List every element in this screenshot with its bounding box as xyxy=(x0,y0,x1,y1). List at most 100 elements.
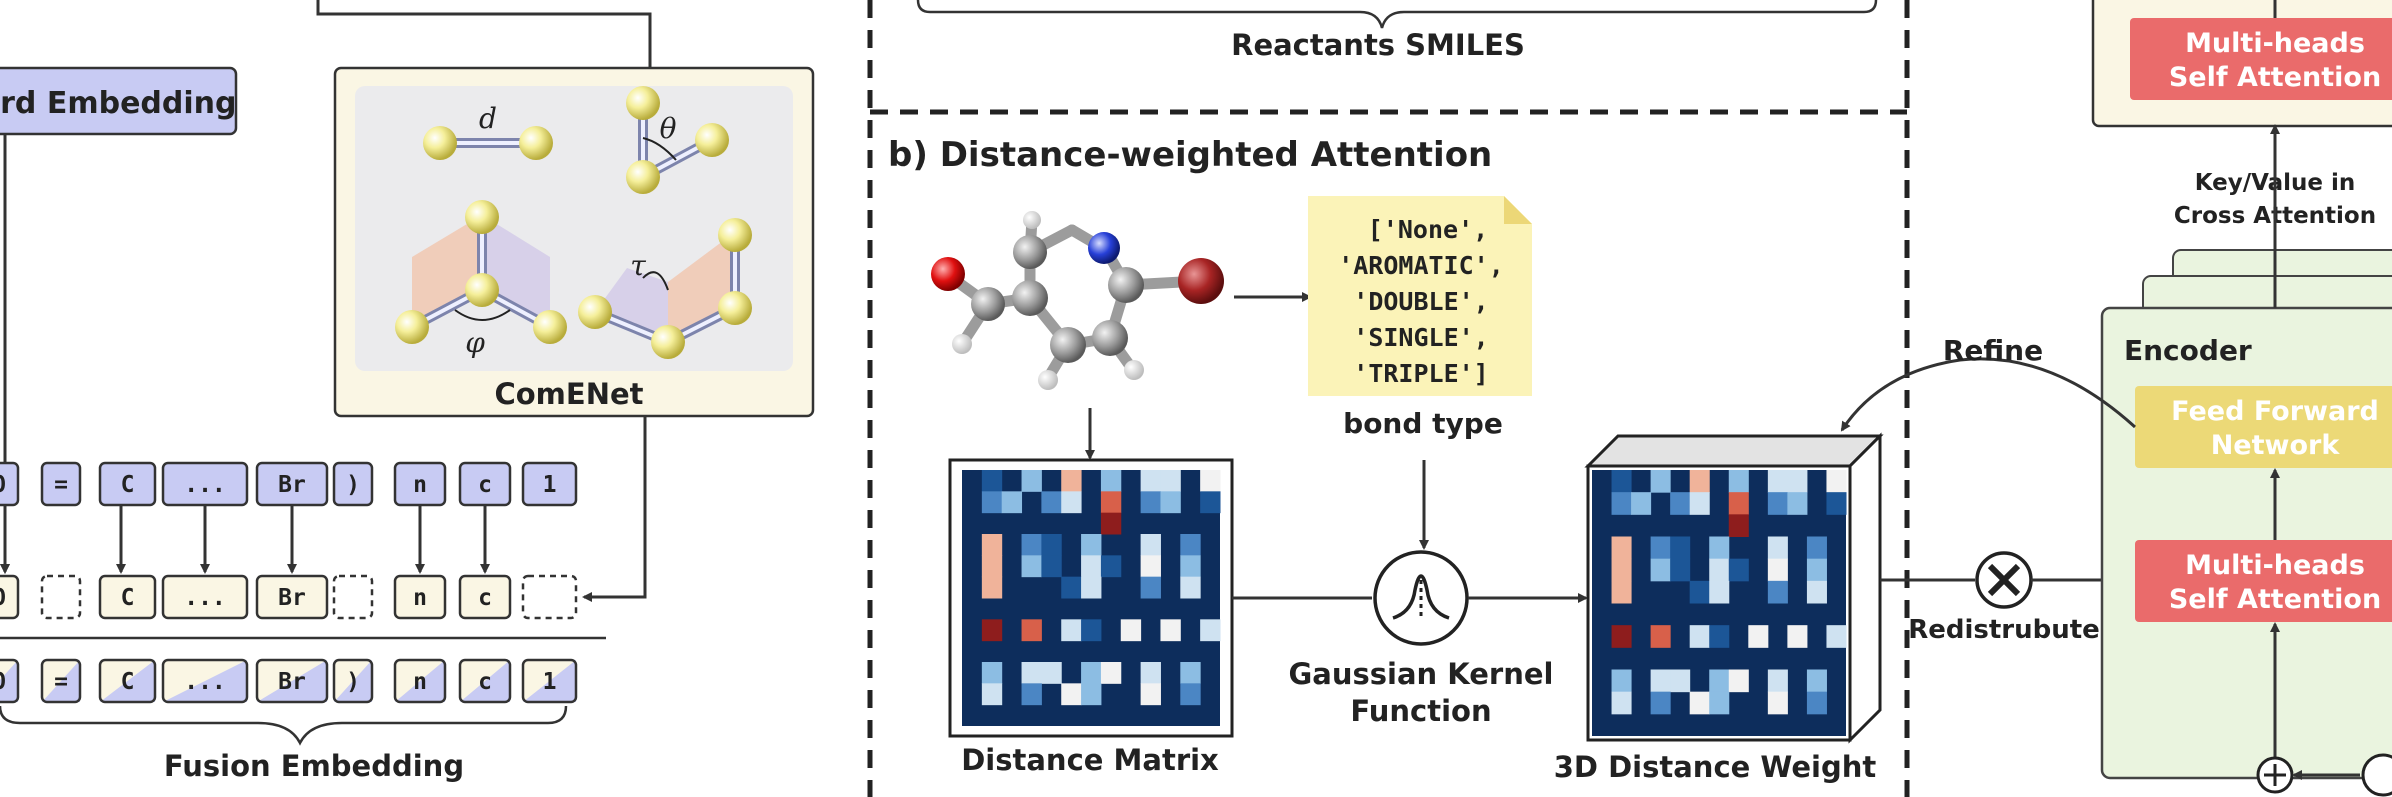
heatmap-cell xyxy=(1200,491,1221,514)
mhsa-top-line1: Multi-heads xyxy=(2185,28,2365,59)
token-cell xyxy=(161,658,249,704)
heatmap-cell xyxy=(1100,512,1122,535)
heatmap-cell xyxy=(981,619,1003,642)
token-cell xyxy=(393,574,447,620)
dihedral-geometry-icon: τ xyxy=(578,218,752,359)
heatmap-cell xyxy=(1180,662,1201,684)
heatmap-cell xyxy=(1140,470,1161,492)
heatmap-cell xyxy=(1631,492,1652,515)
token-cell xyxy=(255,658,329,704)
heatmap-cell xyxy=(1180,555,1201,578)
heatmap-cell xyxy=(1100,470,1122,492)
heatmap-cell xyxy=(1826,492,1847,515)
heatmap-cell xyxy=(1748,625,1769,648)
token-cell-fusion xyxy=(257,660,327,702)
heatmap-cell xyxy=(1650,470,1671,493)
heatmap-cell xyxy=(1140,662,1161,684)
gaussian-label-line2: Function xyxy=(1350,694,1491,728)
heatmap-cell xyxy=(1021,683,1042,706)
phi-symbol: φ xyxy=(465,326,485,359)
heatmap-cell xyxy=(1767,691,1788,715)
heatmap-cell xyxy=(1061,619,1082,642)
heatmap-cell xyxy=(1100,662,1122,684)
heatmap-cell xyxy=(1140,555,1161,578)
heatmap-cell xyxy=(1767,580,1788,604)
middle-panel: Reactants SMILES b) Distance-weighted At… xyxy=(888,0,1884,784)
token-cell-fusion xyxy=(42,660,80,702)
token-cell xyxy=(521,574,578,620)
token-label: ... xyxy=(184,585,226,611)
heatmap-cell xyxy=(1709,558,1730,582)
heatmap-cell xyxy=(1650,691,1671,715)
token-cell xyxy=(521,658,578,704)
token-cell-fusion xyxy=(334,660,372,702)
tau-symbol: τ xyxy=(630,249,646,282)
heatmap-cell xyxy=(1180,576,1201,599)
heatmap-cell xyxy=(1120,619,1142,642)
heatmap-cell xyxy=(1140,491,1161,514)
heatmap-cell xyxy=(1100,491,1122,514)
molecule-3d-icon xyxy=(931,211,1224,390)
token-label: = xyxy=(54,669,68,695)
heatmap-cell xyxy=(981,534,1003,556)
heatmap-cell xyxy=(1001,491,1023,514)
heatmap-cell xyxy=(1670,536,1691,560)
heatmap-cell xyxy=(1670,558,1691,582)
bond-type-item: 'DOUBLE', xyxy=(1353,287,1488,316)
comenet-label: ComENet xyxy=(494,377,643,411)
mhsa-top-line2: Self Attention xyxy=(2169,62,2381,93)
fusion-brace xyxy=(0,705,568,746)
distance-weight-label: 3D Distance Weight xyxy=(1554,750,1877,784)
token-label: n xyxy=(413,669,427,695)
encoder-label: Encoder xyxy=(2124,334,2252,367)
bond-type-item: 'SINGLE', xyxy=(1353,323,1488,352)
multiply-icon xyxy=(1975,551,2033,609)
heatmap-cell xyxy=(1728,558,1749,582)
token-label: ) xyxy=(346,669,360,695)
heatmap-cell xyxy=(1061,683,1082,706)
fusion-embedding-label: Fusion Embedding xyxy=(164,749,464,783)
token-label: O xyxy=(0,669,6,695)
token-label: c xyxy=(478,472,492,498)
token-label: O xyxy=(0,472,6,498)
heatmap-cell xyxy=(1021,619,1042,642)
token-label: C xyxy=(121,472,135,498)
bond-type-item: ['None', xyxy=(1368,215,1488,244)
heatmap-cell xyxy=(1767,536,1788,560)
token-cell-fusion xyxy=(523,660,576,702)
mhsa-line1: Multi-heads xyxy=(2185,550,2365,581)
token-label: ) xyxy=(346,472,360,498)
heatmap-cell xyxy=(1689,580,1710,604)
token-cell xyxy=(98,574,157,620)
heatmap-cell xyxy=(1061,470,1082,492)
token-cell-fusion xyxy=(460,660,510,702)
add-icon xyxy=(2256,756,2294,794)
heatmap-cell xyxy=(1728,669,1749,693)
heatmap-cell xyxy=(1611,536,1632,560)
heatmap-cell xyxy=(1650,558,1671,582)
heatmap-cell xyxy=(1140,576,1161,599)
heatmap-cell xyxy=(1709,536,1730,560)
reactants-smiles-label: Reactants SMILES xyxy=(1231,28,1525,62)
heatmap-cell xyxy=(1041,555,1062,578)
token-cell xyxy=(332,658,374,704)
heatmap-cell xyxy=(1200,619,1221,642)
heatmap-cell xyxy=(981,683,1003,706)
token-label: C xyxy=(121,669,135,695)
token-label: n xyxy=(413,585,427,611)
heatmap-cell xyxy=(1689,492,1710,515)
heatmap-cell xyxy=(1611,691,1632,715)
heatmap-cell xyxy=(1826,470,1847,493)
distance-symbol: d xyxy=(479,102,497,135)
token-label: c xyxy=(478,669,492,695)
token-cell xyxy=(458,658,512,704)
redistribute-label: Redistrubute xyxy=(1908,615,2100,645)
heatmap-cell xyxy=(1787,625,1808,648)
heatmap-cell xyxy=(981,576,1003,599)
heatmap-cell xyxy=(1100,555,1122,578)
token-rows: O=C...Br)nc1OC...BrncO=C...Br)nc1 xyxy=(0,461,578,704)
heatmap-cell xyxy=(1806,669,1827,693)
distance-matrix-label: Distance Matrix xyxy=(961,743,1219,777)
section-title: b) Distance-weighted Attention xyxy=(888,135,1492,175)
